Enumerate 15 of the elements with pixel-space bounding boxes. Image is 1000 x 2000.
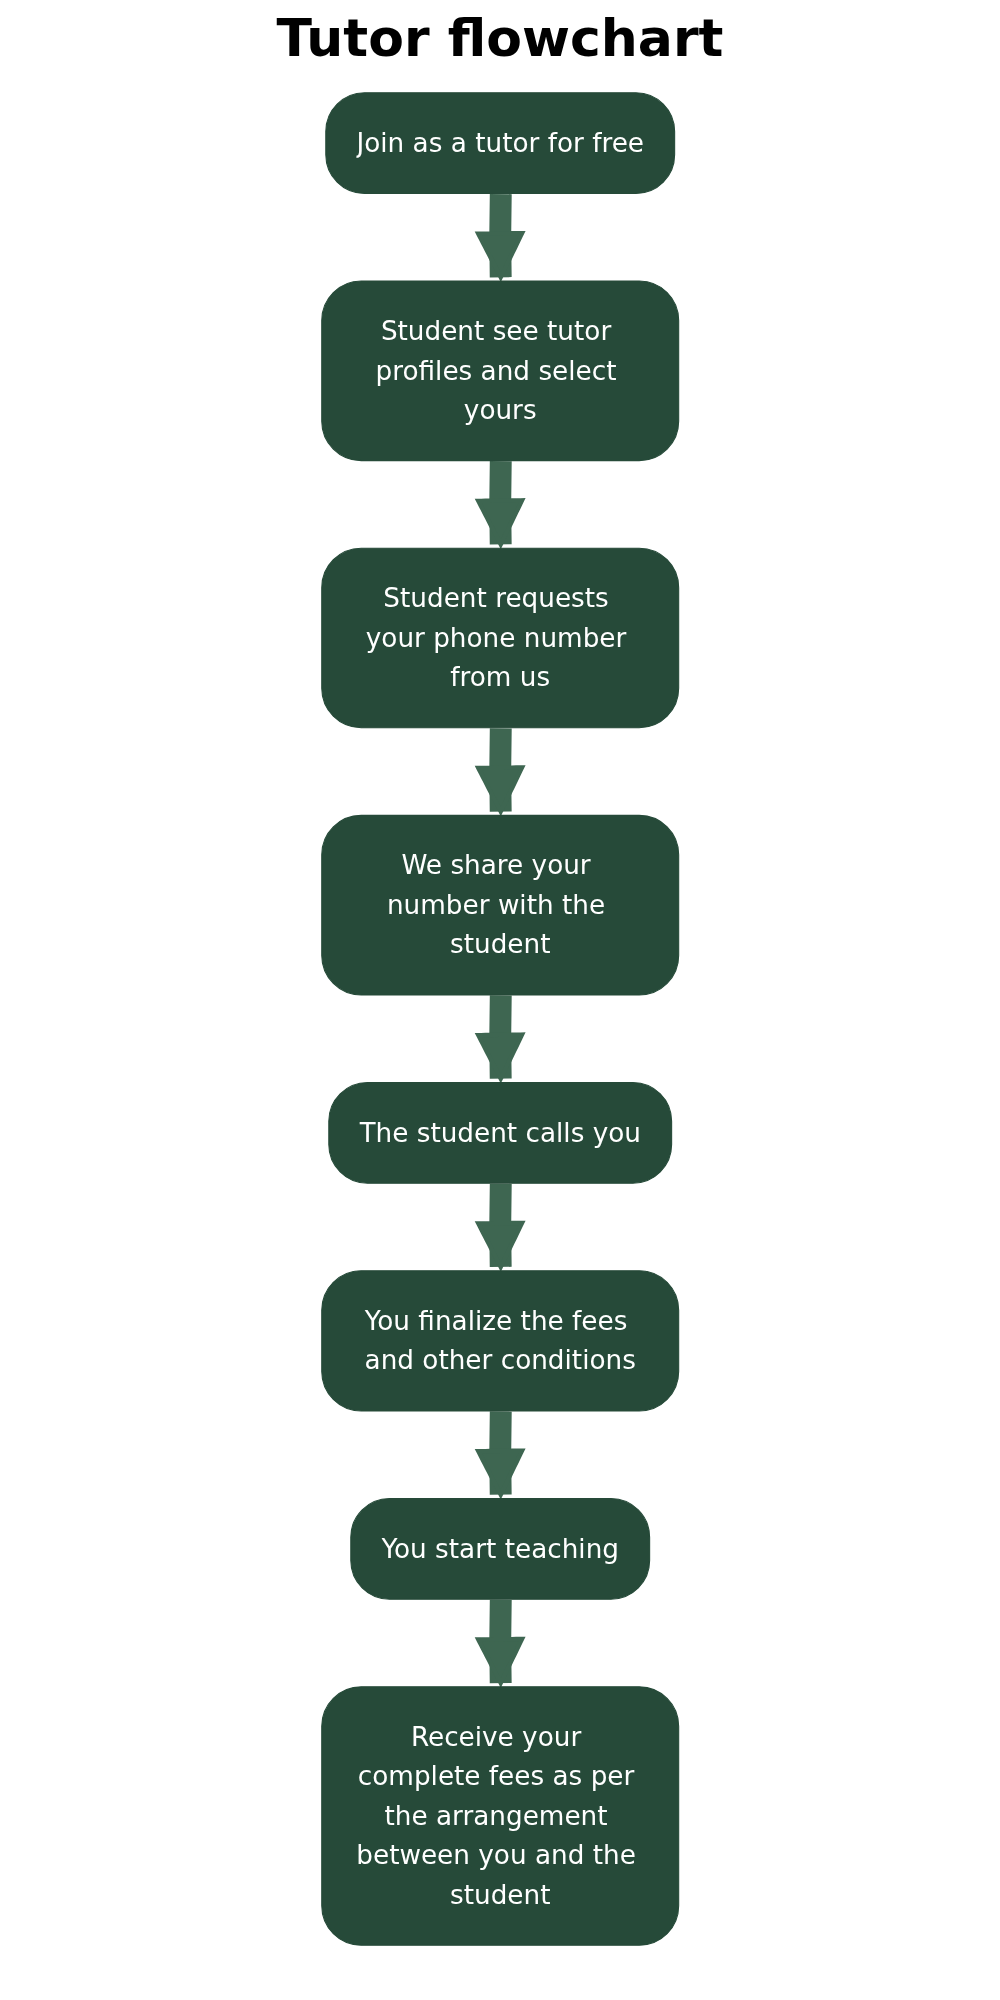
arrow [475, 461, 525, 547]
arrow [475, 1183, 525, 1270]
node-box: Receive your complete fees as per the arrangement between you and the student [321, 1686, 679, 1946]
node-box: Student see tutor profiles and select yours [321, 280, 679, 462]
arrow [475, 193, 525, 280]
node-box: The student calls you [328, 1081, 672, 1184]
arrow [475, 728, 525, 814]
node-box: You finalize the fees and other conditions [321, 1270, 679, 1412]
arrow [475, 1599, 525, 1686]
node-box: We share your number with the student [321, 814, 679, 996]
arrow [475, 995, 525, 1081]
title: Tutor flowchart [276, 8, 724, 68]
arrow [475, 1411, 525, 1497]
node-box: You start teaching [350, 1498, 650, 1600]
node-box: Student requests your phone number from us [321, 547, 679, 729]
